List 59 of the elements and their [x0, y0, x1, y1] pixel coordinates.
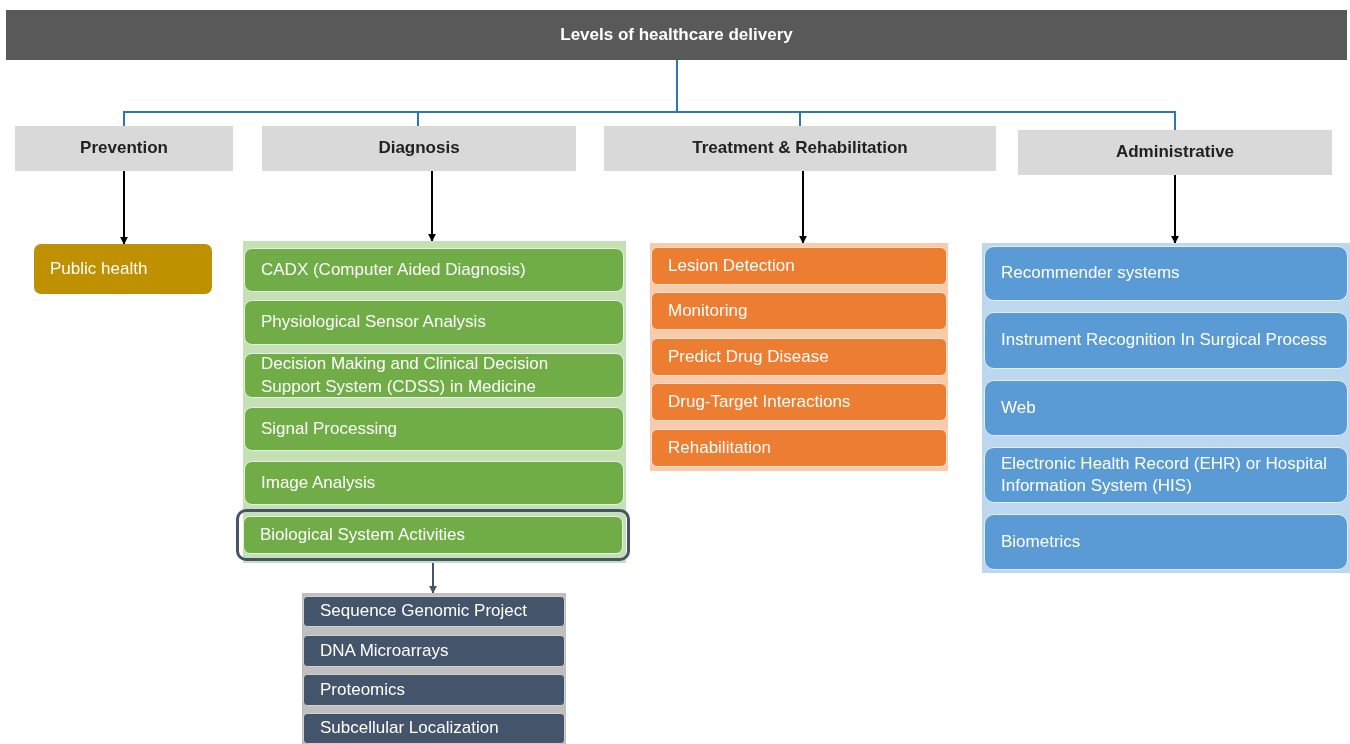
item-box [303, 635, 565, 667]
item-label: Drug-Target Interactions [668, 390, 851, 413]
item-label: Administrative [1115, 141, 1235, 164]
item-box [244, 407, 624, 451]
item-box [984, 312, 1348, 369]
item-label: Predict Drug Disease [668, 345, 829, 368]
category-box [15, 126, 233, 171]
item-label: Prevention [80, 137, 168, 160]
item-label: Instrument Recognition In Surgical Process [1001, 329, 1327, 352]
item-box [244, 300, 624, 345]
item-label: DNA Microarrays [320, 639, 449, 662]
group-panel [650, 243, 948, 471]
item-box [651, 292, 947, 330]
item-label: Lesion Detection [668, 254, 795, 277]
highlighted-item-box [236, 509, 630, 561]
item-label: Web [1001, 396, 1036, 419]
item-box [244, 353, 624, 398]
group-panel [982, 243, 1350, 573]
item-label: Proteomics [320, 678, 406, 701]
item-label: Electronic Health Record (EHR) or Hospital Information System (HIS) [1001, 452, 1328, 497]
item-label: Biological System Activities [260, 523, 466, 546]
item-box [651, 338, 947, 376]
item-label: Biometrics [1001, 530, 1081, 553]
item-label: Sequence Genomic Project [320, 600, 527, 623]
category-box [604, 126, 996, 171]
item-label: Physiological Sensor Analysis [261, 311, 486, 334]
item-box [984, 380, 1348, 436]
item-box [34, 244, 212, 294]
arrow [428, 170, 436, 242]
item-box [651, 429, 947, 467]
item-box [303, 674, 565, 706]
item-label: Subcellular Localization [320, 717, 499, 740]
item-label: Public health [50, 257, 148, 280]
item-label: Decision Making and Clinical Decision Support System (CDSS) in Medicine [261, 353, 550, 398]
item-box [651, 247, 947, 285]
item-box [984, 246, 1348, 301]
item-box [244, 461, 624, 505]
group-panel [302, 593, 566, 744]
category-box [262, 126, 576, 171]
item-box [651, 383, 947, 421]
arrow [1171, 174, 1179, 244]
item-box [984, 447, 1348, 503]
item-box [303, 713, 565, 744]
item-label: Levels of healthcare delivery [560, 23, 793, 46]
arrow [120, 170, 128, 245]
category-box [1018, 130, 1332, 175]
item-label: CADX (Computer Aided Diagnosis) [261, 258, 526, 281]
item-label: Monitoring [668, 299, 748, 322]
item-box [303, 596, 565, 627]
arrow [799, 170, 807, 244]
item-label: Diagnosis [378, 137, 460, 160]
item-label: Image Analysis [261, 471, 376, 494]
item-label: Rehabilitation [668, 436, 771, 459]
item-label: Signal Processing [261, 417, 398, 440]
title-bar [6, 10, 1347, 60]
item-label: Treatment & Rehabilitation [692, 137, 908, 160]
item-box [984, 514, 1348, 570]
item-label: Recommender systems [1001, 262, 1180, 285]
item-box [244, 248, 624, 292]
